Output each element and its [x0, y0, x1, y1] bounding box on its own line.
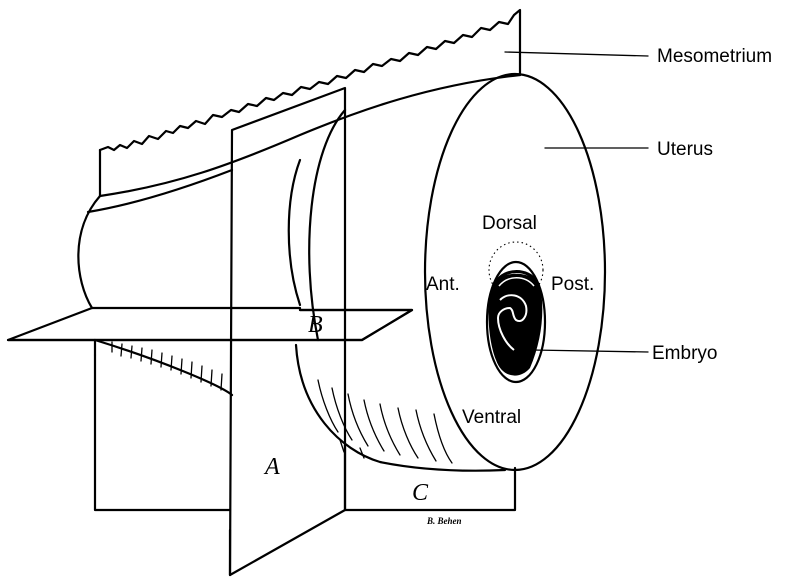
mesometrium-base-line — [98, 73, 522, 198]
cylinder-bottom-outline — [93, 338, 234, 397]
uterus-cross-section-face — [423, 72, 607, 472]
mesometrium — [98, 8, 522, 198]
plane-c — [343, 443, 517, 512]
left-block-outline — [93, 353, 232, 512]
cylinder-lower-curve — [294, 343, 507, 472]
cylinder-back-curve-b — [308, 108, 347, 342]
label-embryo: Embryo — [652, 343, 717, 364]
cylinder-left-curve — [77, 194, 102, 310]
label-mesometrium: Mesometrium — [657, 46, 772, 67]
cylinder-back-curve-a — [287, 158, 302, 307]
embryo-figure — [485, 260, 547, 384]
plane-b-outline — [6, 306, 414, 342]
mesometrium-leader — [504, 51, 649, 57]
embryo-leader — [531, 349, 649, 353]
embryo-dorsal-outline — [488, 241, 544, 299]
underside-hatching-right — [317, 379, 453, 464]
label-plane-b: B — [308, 312, 323, 338]
underside-hatching-left — [111, 341, 223, 391]
label-posterior: Post. — [551, 274, 594, 295]
label-plane-c: C — [412, 480, 429, 506]
artist-signature: B. Behen — [426, 516, 462, 526]
plane-b-front-edge — [230, 308, 414, 342]
plane-a — [228, 86, 347, 577]
cylinder-top-outline — [86, 168, 234, 214]
plane-c-outline — [343, 443, 517, 512]
plane-a-outline — [228, 86, 347, 577]
mesometrium-torn-edge — [98, 8, 522, 152]
leader-lines — [504, 51, 649, 353]
label-ventral: Ventral — [462, 407, 521, 428]
uterus-cylinder — [77, 108, 507, 472]
label-anterior: Ant. — [426, 274, 460, 295]
plane-b — [6, 306, 414, 342]
label-dorsal: Dorsal — [482, 213, 537, 234]
label-plane-a: A — [263, 454, 280, 480]
label-uterus: Uterus — [657, 139, 713, 160]
